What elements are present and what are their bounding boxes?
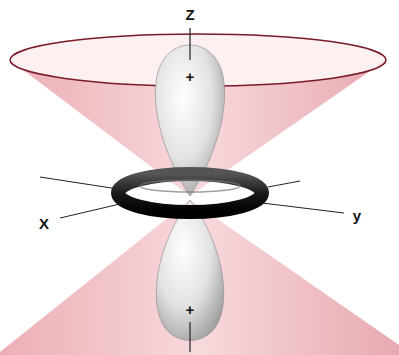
phase-sign: + bbox=[186, 69, 195, 84]
axis-line bbox=[189, 322, 190, 352]
axis-line bbox=[189, 28, 190, 60]
axis-line bbox=[40, 177, 118, 189]
torus bbox=[118, 174, 262, 212]
axis-label: X bbox=[39, 216, 49, 231]
axis-line bbox=[268, 181, 300, 187]
phase-sign: + bbox=[186, 302, 195, 317]
axis-label: y bbox=[353, 208, 361, 223]
axis-line bbox=[60, 204, 120, 218]
axis-line bbox=[262, 203, 344, 213]
orbital-lobe bbox=[156, 200, 224, 341]
axis-label: Z bbox=[185, 7, 194, 22]
torus-highlight bbox=[140, 180, 240, 192]
nodal-cone bbox=[0, 200, 399, 355]
